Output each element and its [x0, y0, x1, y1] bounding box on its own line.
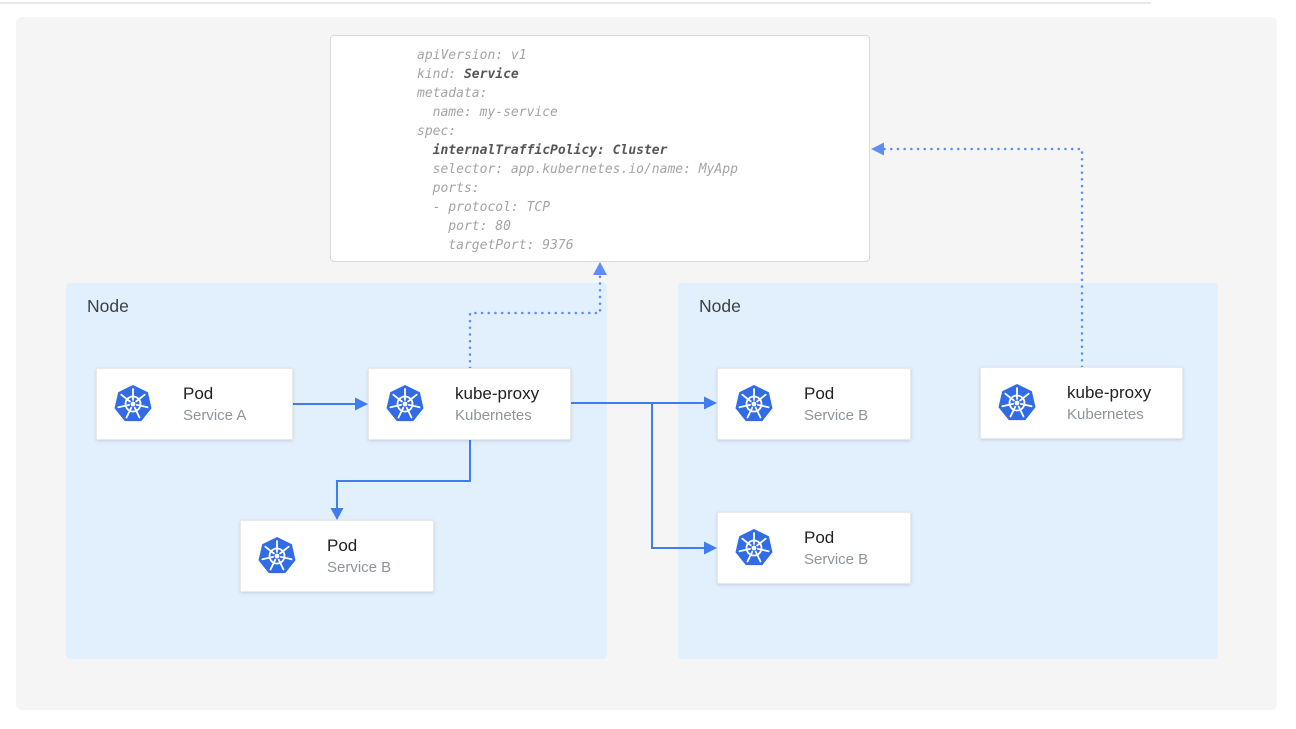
card-subtitle: Service A [183, 407, 247, 424]
card-pod-service-b-right-top: Pod Service B [717, 368, 911, 440]
kubernetes-icon [114, 385, 152, 422]
card-title: Pod [327, 536, 358, 555]
node-right: Node [678, 283, 1218, 659]
card-pod-service-b-right-bottom: Pod Service B [717, 512, 911, 584]
kubernetes-icon [735, 385, 773, 422]
card-pod-service-b-left: Pod Service B [240, 520, 434, 592]
node-right-label: Node [699, 296, 741, 316]
kubernetes-icon [386, 385, 424, 422]
top-divider [0, 2, 1151, 4]
kubernetes-icon [998, 384, 1036, 421]
card-subtitle: Service B [804, 407, 869, 424]
kubernetes-icon [258, 537, 296, 574]
card-kube-proxy-left: kube-proxy Kubernetes [368, 368, 571, 440]
node-left: Node [66, 283, 607, 659]
card-subtitle: Kubernetes [455, 407, 532, 424]
card-pod-service-a: Pod Service A [96, 368, 293, 440]
card-title: Pod [804, 528, 835, 547]
card-subtitle: Service B [804, 551, 869, 568]
card-subtitle: Kubernetes [1067, 406, 1144, 423]
card-title: kube-proxy [1067, 383, 1152, 402]
card-title: Pod [804, 384, 835, 403]
card-title: Pod [183, 384, 214, 403]
card-title: kube-proxy [455, 384, 540, 403]
card-subtitle: Service B [327, 559, 392, 576]
card-kube-proxy-right: kube-proxy Kubernetes [980, 367, 1183, 439]
node-left-label: Node [87, 296, 129, 316]
kubernetes-icon [735, 529, 773, 566]
